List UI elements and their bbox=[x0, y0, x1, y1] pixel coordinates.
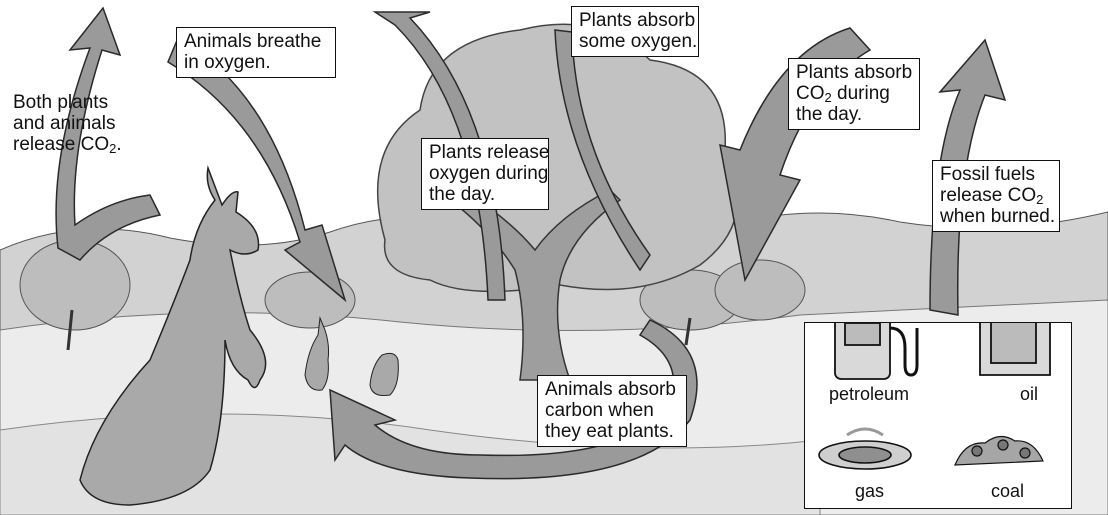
label-plants-absorb-oxygen: Plants absorb some oxygen. bbox=[571, 6, 699, 57]
label-oil: oil bbox=[1020, 384, 1038, 405]
oil-can-icon bbox=[975, 323, 1050, 375]
label-plants-absorb-co2: Plants absorb CO2 during the day. bbox=[788, 58, 920, 130]
label-gas: gas bbox=[855, 481, 884, 502]
fuel-pump-icon bbox=[835, 323, 917, 379]
label-petroleum: petroleum bbox=[829, 384, 909, 405]
label-both-release-co2: Both plants and animals release CO2. bbox=[13, 92, 122, 155]
fossil-fuels-panel: petroleum oil gas coal bbox=[804, 322, 1072, 509]
fuel-icons bbox=[805, 323, 1071, 508]
label-fossil-fuels-release-co2: Fossil fuels release CO2 when burned. bbox=[932, 160, 1060, 232]
label-coal: coal bbox=[991, 481, 1024, 502]
label-plants-release-oxygen: Plants release oxygen during the day. bbox=[421, 138, 549, 210]
label-animals-absorb-carbon: Animals absorb carbon when they eat plan… bbox=[537, 375, 687, 447]
coal-pile-icon bbox=[955, 436, 1043, 465]
label-animals-breathe-oxygen: Animals breathe in oxygen. bbox=[176, 27, 336, 78]
gas-burner-icon bbox=[819, 429, 911, 469]
